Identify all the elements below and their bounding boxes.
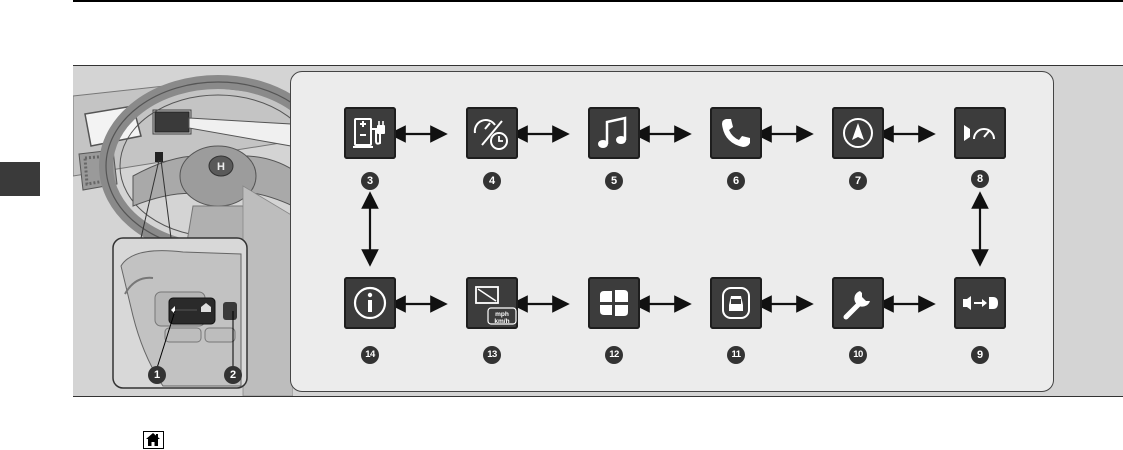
navigation-compass-icon: [832, 107, 884, 159]
callout-4: 4: [483, 172, 501, 190]
callout-7: 7: [849, 172, 867, 190]
ev-charging-icon: [344, 107, 396, 159]
tile-11: [710, 277, 762, 329]
callout-3: 3: [361, 172, 379, 190]
info-icon: [344, 277, 396, 329]
screen-split-icon: [588, 277, 640, 329]
tile-3: [344, 107, 396, 159]
svg-text:H: H: [217, 161, 225, 173]
callout-9: 9: [971, 346, 989, 364]
callout-5: 5: [605, 172, 623, 190]
phone-icon: [710, 107, 762, 159]
music-note-icon: [588, 107, 640, 159]
callout-11: 11: [727, 346, 745, 364]
steering-wheel-menu-figure: H 1 2: [73, 65, 1123, 397]
tile-13: mph km/h: [466, 277, 518, 329]
top-rule: [73, 0, 1123, 2]
callout-6: 6: [727, 172, 745, 190]
section-tab: [0, 162, 40, 196]
home-icon: [143, 431, 164, 449]
callout-2: 2: [224, 366, 242, 384]
tile-5: [588, 107, 640, 159]
callout-10: 10: [849, 346, 867, 364]
wrench-icon: [832, 277, 884, 329]
driver-assist-icon: [954, 277, 1006, 329]
tile-12: [588, 277, 640, 329]
callout-8: 8: [971, 170, 989, 188]
tile-9: [954, 277, 1006, 329]
trip-meter-clock-icon: [466, 107, 518, 159]
steering-wheel-illustration: H: [73, 66, 293, 396]
callout-14: 14: [361, 346, 379, 364]
callout-1: 1: [148, 366, 166, 384]
arrow-layer: [291, 72, 1055, 393]
tile-10: [832, 277, 884, 329]
speed-unit-mph: mph: [489, 311, 515, 318]
callout-13: 13: [483, 346, 501, 364]
tile-7: [832, 107, 884, 159]
speed-unit-label: mph km/h: [489, 311, 515, 325]
tile-4: [466, 107, 518, 159]
tile-8: [954, 107, 1006, 159]
speed-warning-icon: [954, 107, 1006, 159]
tile-14: [344, 277, 396, 329]
callout-12: 12: [605, 346, 623, 364]
menu-panel: mph km/h: [290, 71, 1054, 392]
speed-unit-kmh: km/h: [489, 318, 515, 325]
tile-6: [710, 107, 762, 159]
car-door-icon: [710, 277, 762, 329]
